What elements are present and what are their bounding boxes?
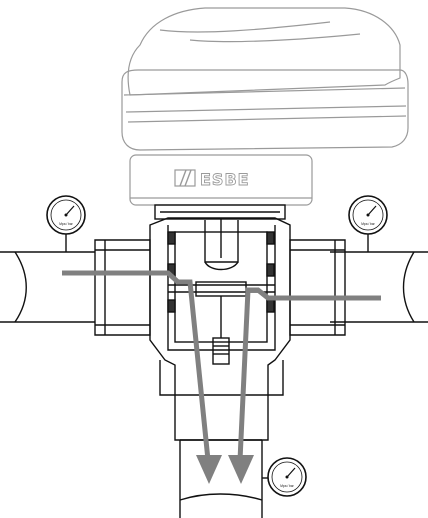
esbe-logo-icon: ESBE <box>174 169 250 189</box>
flow-arrow-icon <box>228 455 254 484</box>
flow-arrow-heads <box>196 455 254 484</box>
pressure-gauge-icon: Mpa / bar <box>348 195 388 252</box>
gauge-label: Mpa / bar <box>280 484 294 488</box>
brand-text: ESBE <box>200 170 250 189</box>
flow-arrows <box>62 270 381 461</box>
gauge-label: Mpa / bar <box>361 222 375 226</box>
valve-body <box>0 204 428 518</box>
flow-arrow-icon <box>196 455 222 484</box>
flow-arrow-icon <box>62 270 211 461</box>
flow-arrow-icon <box>237 287 381 461</box>
pressure-gauge-icon: Mpa / bar <box>262 457 307 497</box>
actuator-housing <box>121 7 409 206</box>
gauge-label: Mpa / bar <box>59 222 73 226</box>
pressure-gauge-icon: Mpa / bar <box>46 195 86 252</box>
